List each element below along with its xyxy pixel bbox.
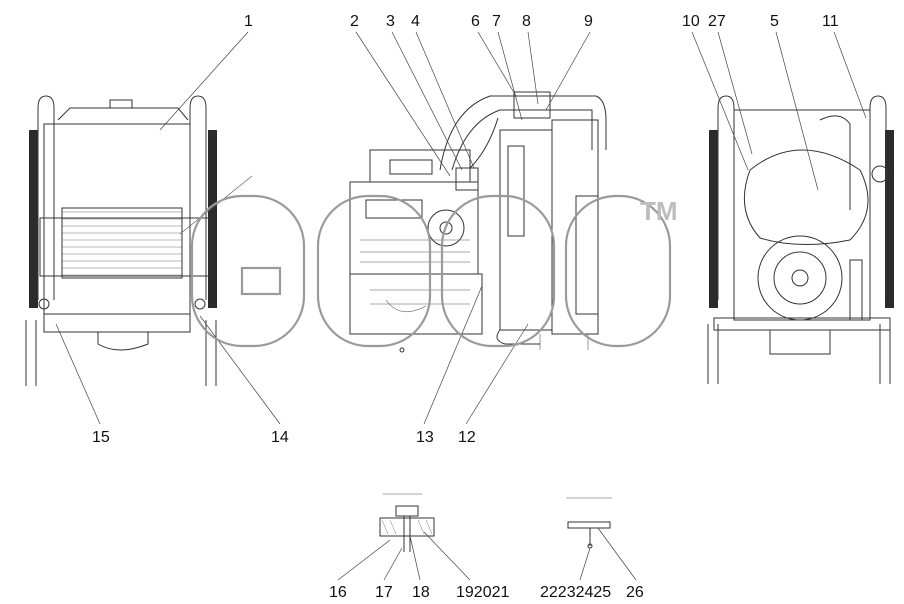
- callout-3: 3: [386, 13, 395, 30]
- grille-panel: [61, 207, 183, 279]
- callout-27: 27: [708, 13, 726, 30]
- callout-19-20-21: 192021: [456, 584, 509, 601]
- fan-shroud: [551, 119, 599, 335]
- lower-hose: [496, 329, 540, 345]
- pulley: [427, 209, 465, 247]
- drain-plug: [399, 347, 405, 353]
- base-frame: [43, 313, 191, 333]
- crankcase: [349, 273, 483, 335]
- watermark-letter-2: [316, 194, 432, 348]
- turbo: [455, 167, 479, 191]
- intake-duct: [439, 95, 607, 171]
- watermark-trademark: TM: [640, 196, 678, 226]
- watermark-letter-3: [440, 194, 556, 348]
- right-pipe: [189, 95, 207, 300]
- callout-18: 18: [412, 584, 430, 601]
- leader-lines: [55, 31, 867, 581]
- callout-22-23-24-25: 22232425: [540, 584, 611, 601]
- rear-left-pipe: [717, 95, 735, 300]
- callout-15: 15: [92, 429, 110, 446]
- side-view: [179, 91, 607, 353]
- rear-right-radiator: [885, 130, 894, 308]
- callout-16: 16: [329, 584, 347, 601]
- engine-head: [369, 149, 471, 183]
- flywheel: [757, 235, 843, 321]
- callout-13: 13: [416, 429, 434, 446]
- front-view: [25, 95, 217, 386]
- detail-bolt: [379, 493, 435, 552]
- rear-dipstick-tube: [819, 115, 851, 210]
- rear-right-leg: [879, 324, 891, 384]
- radiator-window: [507, 145, 525, 237]
- rear-view: [707, 95, 894, 384]
- detail-clip: [566, 497, 612, 549]
- flywheel-inner: [773, 251, 827, 305]
- note-leader: [179, 175, 253, 235]
- callout-14: 14: [271, 429, 289, 446]
- callout-26: 26: [626, 584, 644, 601]
- callout-6: 6: [471, 13, 480, 30]
- oil-line: [385, 299, 427, 313]
- watermark-letter-4: [564, 194, 672, 348]
- callout-5: 5: [770, 13, 779, 30]
- watermark-letter-1: [190, 194, 306, 348]
- rear-right-pipe: [869, 95, 887, 300]
- duct-clamp: [513, 91, 551, 119]
- callout-17: 17: [375, 584, 393, 601]
- intake-loop: [743, 149, 869, 245]
- valve-cover: [389, 159, 433, 175]
- left-leg: [25, 320, 37, 386]
- left-mount: [38, 298, 50, 310]
- callout-4: 4: [411, 13, 420, 30]
- block-ribs: [360, 239, 470, 305]
- left-radiator-core: [29, 130, 38, 308]
- shroud-panel: [575, 195, 599, 315]
- callout-10: 10: [682, 13, 700, 30]
- detail-bolt-plates: [379, 517, 435, 537]
- left-pipe: [37, 95, 55, 300]
- rear-cap: [871, 165, 889, 183]
- grille-frame: [39, 217, 211, 277]
- filler-cap: [109, 99, 133, 109]
- detail-bolt-head: [395, 505, 419, 517]
- pulley-hub: [439, 221, 453, 235]
- right-leg: [205, 320, 217, 386]
- callout-8: 8: [522, 13, 531, 30]
- flywheel-hub: [791, 269, 809, 287]
- rear-sump: [769, 329, 831, 355]
- rear-left-leg: [707, 324, 719, 384]
- watermark: TM: [190, 194, 678, 348]
- callout-1: 1: [244, 13, 253, 30]
- right-radiator-core: [208, 130, 217, 308]
- grille-louvers: [62, 211, 182, 276]
- rear-filter: [849, 259, 863, 321]
- sump: [97, 332, 149, 351]
- detail-bolt-hatch: [381, 519, 433, 535]
- detail-clip-strip: [567, 521, 611, 529]
- exhaust-manifold: [365, 199, 423, 219]
- callout-9: 9: [584, 13, 593, 30]
- callout-2: 2: [350, 13, 359, 30]
- watermark-letter-1-slot: [240, 266, 282, 296]
- callout-11: 11: [822, 13, 839, 30]
- callout-7: 7: [492, 13, 501, 30]
- duct-elbow: [469, 117, 499, 169]
- tank-top: [57, 107, 189, 121]
- right-mount: [194, 298, 206, 310]
- callout-12: 12: [458, 429, 476, 446]
- callout-labels: 1 2 3 4 6 7 8 9 10 27 5 11 15 14 13 12 1…: [92, 13, 839, 601]
- rear-left-radiator: [709, 130, 718, 308]
